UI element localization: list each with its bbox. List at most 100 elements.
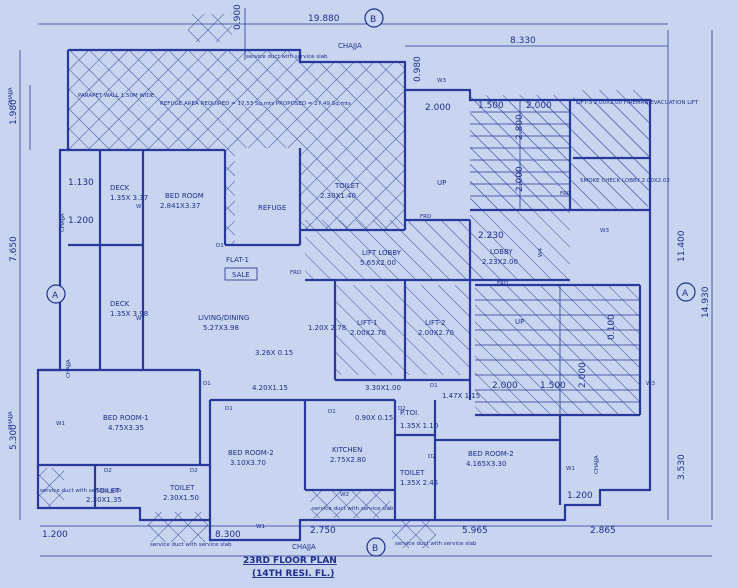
bed-3-size: 4.165X3.30 bbox=[466, 460, 506, 468]
toilet-bl-name: TOILET bbox=[94, 487, 120, 495]
door-d1-c: D1 bbox=[225, 406, 233, 412]
chajja-left-top: CHAJJA bbox=[8, 87, 14, 106]
dim-stair-g: 2.000 bbox=[492, 381, 518, 391]
lift-2-size: 2.00X2.70 bbox=[418, 329, 454, 337]
refuge-area-label: REFUGE AREA REQUIRED = 17.53 Sq.mts PROP… bbox=[160, 101, 351, 107]
small-niche: 0.90X 0.15 bbox=[355, 414, 393, 422]
door-d2-d: D2 bbox=[428, 454, 436, 460]
up-top: UP bbox=[437, 179, 446, 187]
door-d2-a: D2 bbox=[104, 468, 112, 474]
grid-a-left-label: A bbox=[52, 291, 59, 301]
passage-label: 1.20X 2.78 bbox=[308, 324, 346, 332]
dim-left-b: 1.200 bbox=[68, 216, 94, 226]
parapet-label: PARAPET WALL 1.50M WIDE bbox=[78, 93, 155, 99]
refuge-area-hatch bbox=[68, 50, 405, 245]
bottom-duct-hatch-3 bbox=[392, 520, 436, 548]
bed-room-size: 2.841X3.37 bbox=[160, 202, 200, 210]
dim-bottom-4: 5.965 bbox=[462, 526, 488, 536]
chajja-right: CHAJJA bbox=[594, 455, 600, 474]
bed-room-name: BED ROOM bbox=[165, 192, 204, 200]
frd-4: FRD bbox=[497, 281, 508, 287]
dim-stair-b: 1.500 bbox=[478, 101, 504, 111]
lift-1-size: 2.00X2.70 bbox=[350, 329, 386, 337]
sale-label: SALE bbox=[232, 271, 250, 279]
lift-2-name: LIFT-2 bbox=[425, 319, 445, 327]
dim-stair-h: 1.500 bbox=[540, 381, 566, 391]
bed-1-size: 4.75X3.35 bbox=[108, 424, 144, 432]
lobby-size: 2.23X2.00 bbox=[482, 258, 518, 266]
toilet-top-name: TOILET bbox=[334, 182, 360, 190]
bed-3-name: BED ROOM-2 bbox=[468, 450, 514, 458]
dim-right-1: 11.400 bbox=[677, 230, 687, 262]
smoke-lobby-hatch bbox=[573, 158, 648, 210]
door-d1-d: D1 bbox=[430, 383, 438, 389]
window-w3-a: W3 bbox=[437, 78, 446, 84]
window-w1-c: W1 bbox=[566, 466, 575, 472]
service-duct-br: service duct with service slab bbox=[395, 541, 477, 547]
smoke-lobby-label: SMOKE CHECK LOBBY 2.00X2.02 bbox=[580, 178, 670, 184]
dim-top-right: 8.330 bbox=[510, 36, 536, 46]
stair-treads bbox=[470, 100, 640, 415]
window-w1-b: W1 bbox=[256, 524, 265, 530]
lift-shaft-hatch bbox=[335, 285, 470, 375]
dim-left-a: 1.130 bbox=[68, 178, 94, 188]
toilet-mid-name: TOILET bbox=[399, 469, 425, 477]
door-d1-e: D1 bbox=[328, 409, 336, 415]
chajja-left-low: CHAJJA bbox=[66, 359, 72, 378]
toilet-mid-size: 1.35X 2.45 bbox=[400, 479, 438, 487]
dim-stair-j: 0.100 bbox=[607, 314, 617, 340]
top-duct-hatch bbox=[188, 14, 232, 42]
dim-top-small-a: 0.900 bbox=[233, 4, 243, 30]
window-w2: W2 bbox=[340, 492, 349, 498]
plan-title: 23RD FLOOR PLAN bbox=[243, 556, 337, 566]
living-size: 5.27X3.98 bbox=[203, 324, 239, 332]
bottom-duct-hatch-4 bbox=[148, 512, 208, 542]
grid-a-right-label: A bbox=[682, 289, 689, 299]
dim-left-2: 7.650 bbox=[9, 236, 19, 262]
dim-left-3: 5.300 bbox=[9, 424, 19, 450]
walls bbox=[36, 48, 652, 542]
chajja-left-mid: CHAJJA bbox=[60, 213, 66, 232]
service-duct-top: service duct with service slab bbox=[246, 54, 328, 60]
window-w3-c: W3 bbox=[646, 381, 655, 387]
bed-1-name: BED ROOM-1 bbox=[103, 414, 149, 422]
grid-b-bottom-label: B bbox=[372, 544, 378, 554]
lift-lobby-size: 5.65X2.00 bbox=[360, 259, 396, 267]
deck-2-name: DECK bbox=[110, 300, 130, 308]
grid-b-top-label: B bbox=[370, 15, 376, 25]
lobby-name: LOBBY bbox=[490, 248, 513, 256]
dim-bed-right-1200: 1.200 bbox=[567, 491, 593, 501]
window-w-1: W bbox=[136, 204, 142, 210]
dim-stair-i: 2.000 bbox=[578, 362, 588, 388]
niche-label: 3.26X 0.15 bbox=[255, 349, 293, 357]
dim-top-small-b: 0.980 bbox=[413, 56, 423, 82]
toilet-bl-size: 2.30X1.35 bbox=[86, 496, 122, 504]
service-duct-bl: service duct with service slab bbox=[40, 488, 122, 494]
ptoi-size: 1.35X 1.10 bbox=[400, 422, 438, 430]
frd-3: FRD bbox=[290, 270, 301, 276]
dim-bottom-5: 2.865 bbox=[590, 526, 616, 536]
dim-right-3: 3.530 bbox=[677, 454, 687, 480]
lower-stair-hatch bbox=[475, 285, 640, 415]
frd-2: FRD bbox=[560, 191, 571, 197]
refuge-label: REFUGE bbox=[258, 204, 286, 212]
living-name: LIVING/DINING bbox=[198, 314, 249, 322]
grid-b-top bbox=[364, 8, 384, 28]
window-w4: W4 bbox=[538, 248, 544, 257]
dim-bottom-1: 1.200 bbox=[42, 530, 68, 540]
chajja-top: CHAJJA bbox=[338, 42, 362, 50]
corridor-1: 4.20X1.15 bbox=[252, 384, 288, 392]
dim-stair-e: 2.000 bbox=[515, 166, 525, 192]
toilet-bm-name: TOILET bbox=[169, 484, 195, 492]
flat-label: FLAT-1 bbox=[226, 256, 249, 264]
bed-2-name: BED ROOM-2 bbox=[228, 449, 274, 457]
corridor-3: 1.47X 1.15 bbox=[442, 392, 480, 400]
deck-1-name: DECK bbox=[110, 184, 130, 192]
dim-right-2: 14.930 bbox=[701, 286, 711, 318]
deck-1-size: 1.35X 3.37 bbox=[110, 194, 148, 202]
toilet-top-size: 2.30X1.40 bbox=[320, 192, 356, 200]
window-w-2: W bbox=[136, 316, 142, 322]
corridor-2: 3.30X1.00 bbox=[365, 384, 401, 392]
window-w1-a: W1 bbox=[56, 421, 65, 427]
